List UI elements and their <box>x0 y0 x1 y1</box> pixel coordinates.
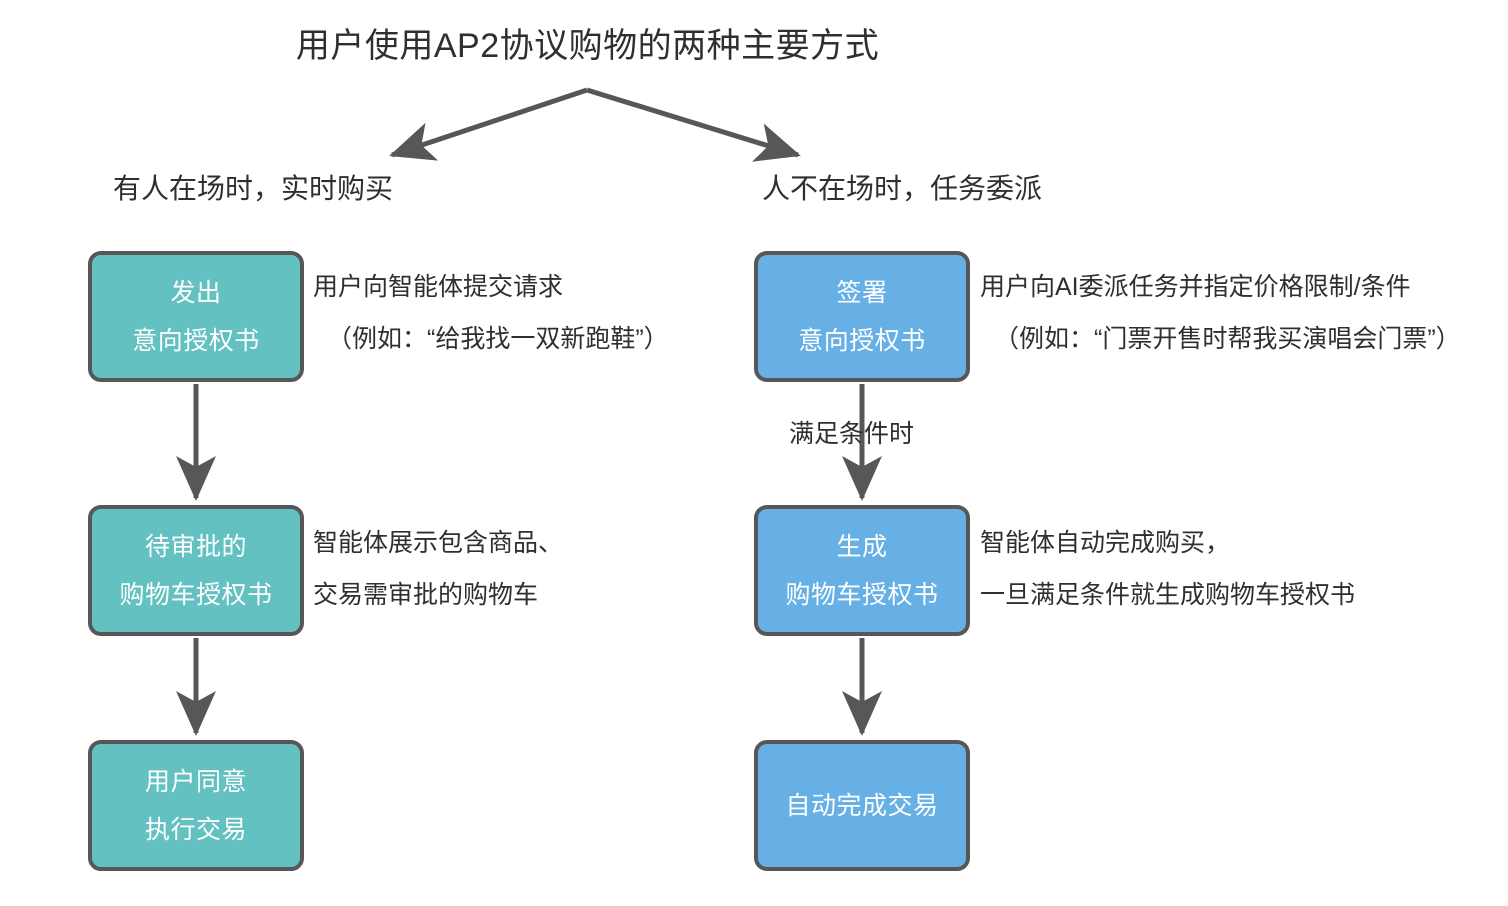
description-left-node-2: 智能体展示包含商品、 交易需审批的购物车 <box>313 517 563 621</box>
description-right-node-1: 用户向AI委派任务并指定价格限制/条件 （例如：“门票开售时帮我买演唱会门票”） <box>980 261 1461 365</box>
description-line: 交易需审批的购物车 <box>313 581 539 609</box>
node-line: 用户同意 <box>144 767 247 796</box>
node-right-auto-complete-transaction[interactable]: 自动完成交易 <box>754 740 970 871</box>
node-line: 发出 <box>170 278 222 307</box>
description-line: 智能体自动完成购买， <box>980 529 1231 557</box>
description-right-node-2: 智能体自动完成购买， 一旦满足条件就生成购物车授权书 <box>980 517 1355 621</box>
description-line: 一旦满足条件就生成购物车授权书 <box>980 581 1356 609</box>
description-line: （例如：“门票开售时帮我买演唱会门票”） <box>994 325 1461 353</box>
description-line: 用户向AI委派任务并指定价格限制/条件 <box>980 273 1411 301</box>
node-line: 签署 <box>836 278 888 307</box>
description-line: 智能体展示包含商品、 <box>313 529 564 557</box>
node-right-generate-cart-mandate[interactable]: 生成 购物车授权书 <box>754 505 970 636</box>
description-line: （例如：“给我找一双新跑鞋”） <box>327 325 669 353</box>
node-line: 意向授权书 <box>798 326 926 355</box>
branch-label-left: 有人在场时，实时购买 <box>113 173 394 204</box>
node-line: 待审批的 <box>144 532 247 561</box>
node-left-pending-cart-mandate[interactable]: 待审批的 购物车授权书 <box>88 505 304 636</box>
edge-label-condition-met: 满足条件时 <box>789 420 915 448</box>
node-left-user-approves[interactable]: 用户同意 执行交易 <box>88 740 304 871</box>
description-left-node-1: 用户向智能体提交请求 （例如：“给我找一双新跑鞋”） <box>313 261 669 365</box>
node-left-intent-mandate[interactable]: 发出 意向授权书 <box>88 251 304 382</box>
node-line: 购物车授权书 <box>119 580 273 609</box>
node-line: 自动完成交易 <box>785 791 939 820</box>
node-line: 意向授权书 <box>132 326 260 355</box>
description-line: 用户向智能体提交请求 <box>313 273 564 301</box>
node-line: 生成 <box>836 532 888 561</box>
node-right-sign-intent-mandate[interactable]: 签署 意向授权书 <box>754 251 970 382</box>
arrow-title-to-left-branch <box>389 87 588 161</box>
node-line: 购物车授权书 <box>785 580 939 609</box>
arrow-title-to-right-branch <box>586 87 801 162</box>
page-title: 用户使用AP2协议购物的两种主要方式 <box>295 27 880 65</box>
node-line: 执行交易 <box>144 815 247 844</box>
branch-label-right: 人不在场时，任务委派 <box>762 173 1043 204</box>
